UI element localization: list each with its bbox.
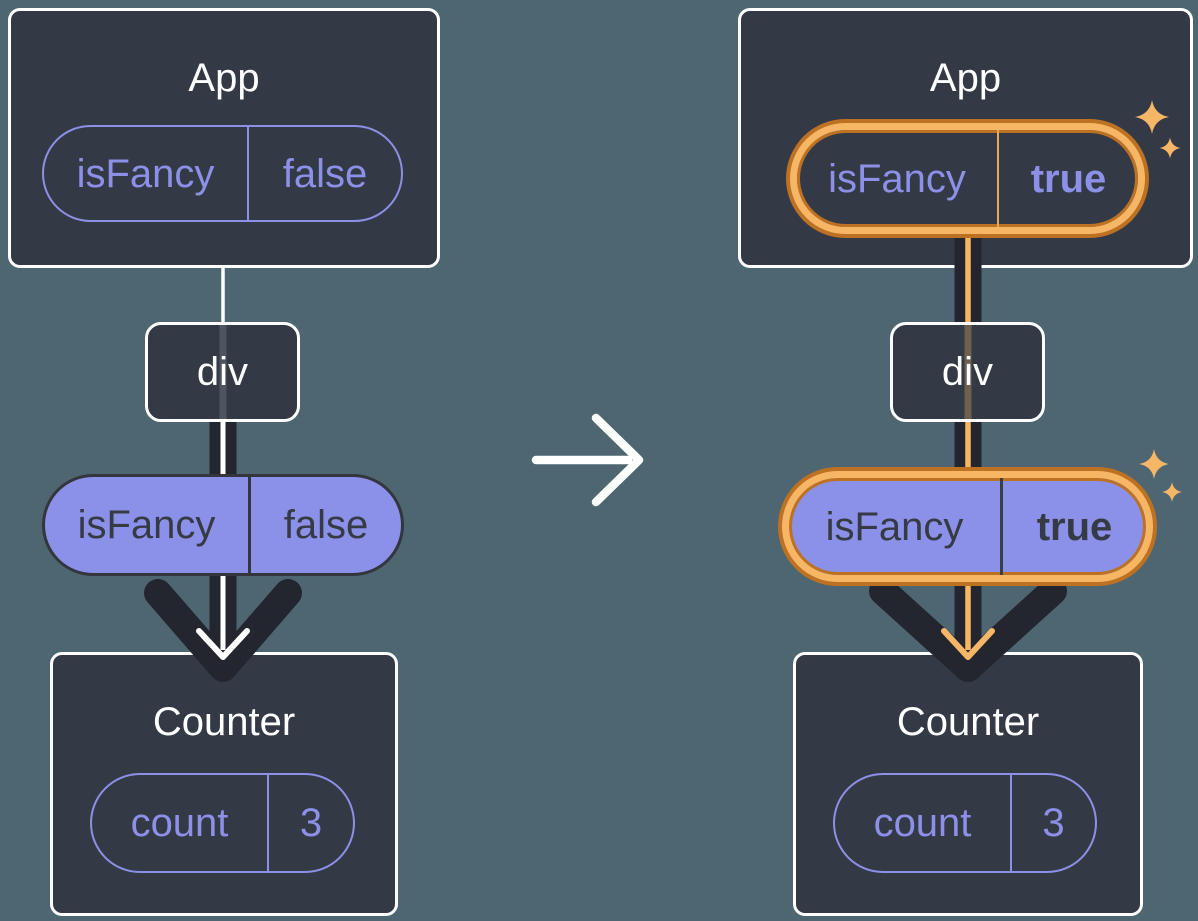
app-prop-pill-after: isFancy true <box>790 123 1145 234</box>
transition-arrow-icon <box>531 413 644 507</box>
div-node-after: div <box>890 322 1045 422</box>
state-name: count <box>873 801 972 845</box>
passed-prop-pill-after: isFancy true <box>782 471 1153 582</box>
passed-prop-pill-before: isFancy false <box>42 474 404 576</box>
sparkle-icon <box>1162 482 1182 502</box>
component-title: App <box>929 56 1002 100</box>
state-value: 3 <box>267 775 353 871</box>
prop-line-through-div <box>964 325 971 419</box>
prop-value: true <box>997 130 1138 227</box>
prop-name: isFancy <box>77 503 216 547</box>
prop-value: false <box>247 127 401 220</box>
component-title: App <box>188 56 260 100</box>
counter-state-pill-before: count 3 <box>90 773 355 873</box>
prop-name: isFancy <box>825 504 964 549</box>
div-node-before: div <box>145 322 300 422</box>
div-label: div <box>941 349 994 394</box>
counter-state-pill-after: count 3 <box>833 773 1097 873</box>
state-value: 3 <box>1010 775 1095 871</box>
prop-line-through-div <box>219 325 226 419</box>
component-title: Counter <box>152 700 296 744</box>
component-title: Counter <box>896 700 1040 744</box>
div-label: div <box>196 349 249 394</box>
state-name: count <box>130 801 229 845</box>
prop-name: isFancy <box>76 151 215 196</box>
prop-flow-shaft-after <box>954 232 982 662</box>
prop-value: false <box>248 477 401 573</box>
prop-value: true <box>1000 478 1146 575</box>
sparkle-icon <box>1139 449 1169 479</box>
prop-name: isFancy <box>828 156 966 201</box>
app-prop-pill-before: isFancy false <box>42 125 403 222</box>
